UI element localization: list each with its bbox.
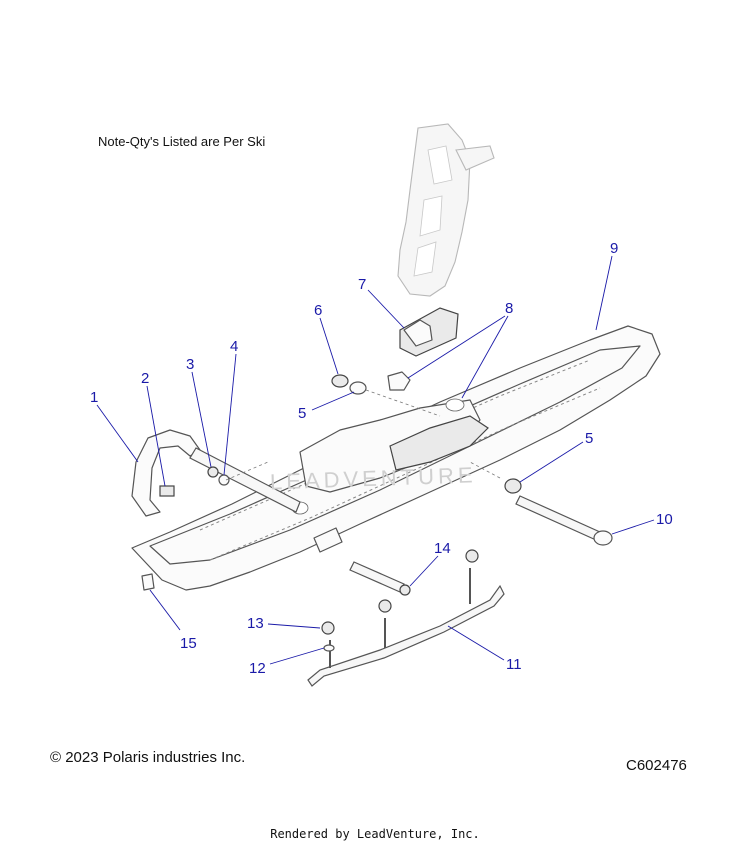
- callout-7: 7: [358, 276, 366, 293]
- callout-4: 4: [230, 338, 238, 355]
- small-hardware: [141, 371, 613, 596]
- spindle-ghost: [397, 123, 495, 297]
- callout-1: 1: [90, 389, 98, 406]
- callout-3: 3: [186, 356, 194, 373]
- callout-2: 2: [141, 370, 149, 387]
- callout-10: 10: [656, 511, 673, 528]
- callout-15: 15: [180, 635, 197, 652]
- callout-9: 9: [610, 240, 618, 257]
- callout-6: 6: [314, 302, 322, 319]
- callouts: 1 2 3 4 5 5 6 7 8 9 10 11: [90, 240, 673, 677]
- ski-loop-handle: [131, 429, 301, 517]
- washer-4: [218, 474, 230, 486]
- callout-13: 13: [247, 615, 264, 632]
- carbide-runner: [307, 549, 505, 687]
- callout-5b: 5: [585, 430, 593, 447]
- nut-13: [321, 621, 335, 635]
- washer-5b: [504, 478, 522, 494]
- ski-body: [131, 325, 661, 591]
- bushing-6: [331, 374, 349, 388]
- callout-12: 12: [249, 660, 266, 677]
- spindle-block: [399, 307, 459, 357]
- callout-14: 14: [434, 540, 451, 557]
- diagram-note: Note-Qty's Listed are Per Ski: [98, 134, 266, 149]
- bolt-8a: [387, 371, 411, 391]
- nut-3: [207, 466, 219, 478]
- callout-11: 11: [506, 656, 522, 673]
- rendered-by-footer: Rendered by LeadVenture, Inc.: [270, 827, 480, 841]
- diagram-code: C602476: [626, 757, 687, 774]
- watermark: LEADVENTURE: [270, 462, 477, 494]
- copyright-text: © 2023 Polaris industries Inc.: [50, 749, 246, 766]
- washer-5a: [349, 381, 367, 395]
- bolt-10: [515, 495, 601, 541]
- callout-5a: 5: [298, 405, 306, 422]
- screw-15: [141, 573, 155, 591]
- callout-8: 8: [505, 300, 513, 317]
- bumper-2: [159, 485, 175, 497]
- washer-12: [323, 644, 335, 652]
- bolt-14: [349, 561, 405, 593]
